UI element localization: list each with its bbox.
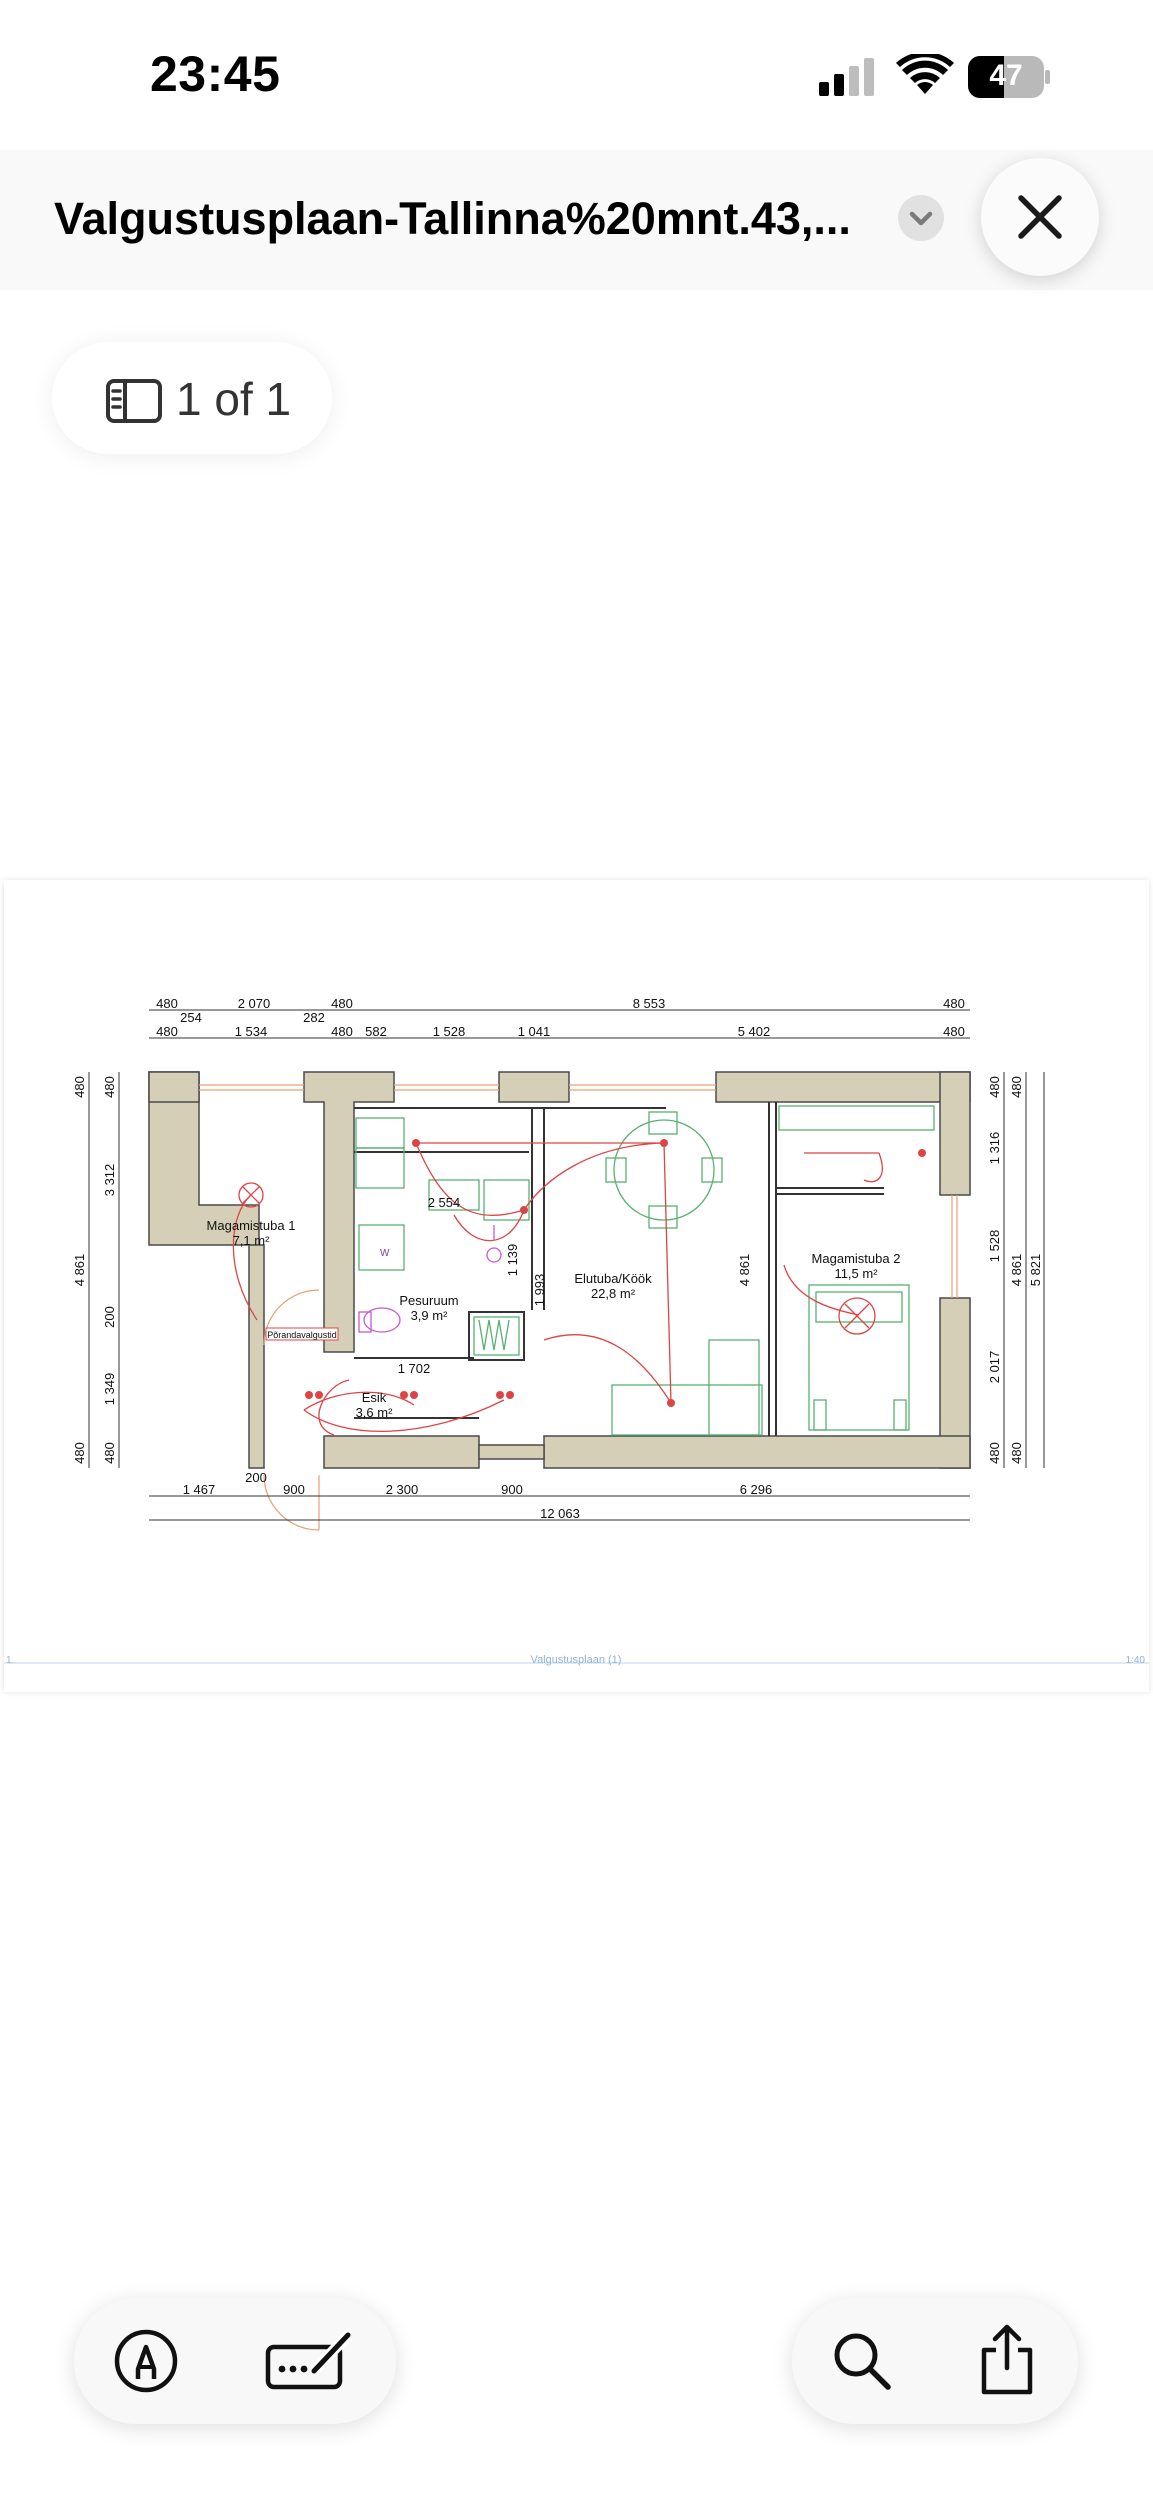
dim-label: 6 296 bbox=[740, 1482, 773, 1497]
dim-label: 3 312 bbox=[102, 1164, 117, 1197]
dim-label: 2 017 bbox=[987, 1351, 1002, 1384]
dim-label: 480 bbox=[102, 1442, 117, 1464]
room-name: Pesuruum bbox=[399, 1293, 458, 1308]
actions-toolbar bbox=[792, 2298, 1078, 2424]
dim-label: 480 bbox=[1009, 1442, 1024, 1464]
search-icon[interactable] bbox=[830, 2329, 894, 2393]
wall-left-lower bbox=[248, 1244, 265, 1469]
room-area: 22,8 m² bbox=[591, 1286, 636, 1301]
wall-bottom-1 bbox=[323, 1435, 480, 1469]
markup-toolbar bbox=[74, 2298, 396, 2424]
room-name: Elutuba/Köök bbox=[574, 1271, 652, 1286]
dim-label: 480 bbox=[943, 996, 965, 1011]
document-header bbox=[0, 150, 1153, 290]
dim-label: 2 554 bbox=[428, 1195, 461, 1210]
room-name: Magamistuba 1 bbox=[207, 1218, 296, 1233]
sheet-scale: 1:40 bbox=[1126, 1655, 1146, 1666]
status-time: 23:45 bbox=[150, 46, 281, 102]
chevron-down-icon bbox=[909, 211, 933, 226]
dim-label: 1 041 bbox=[518, 1024, 551, 1039]
dim-label: 480 bbox=[72, 1076, 87, 1098]
dim-label: 4 861 bbox=[72, 1254, 87, 1287]
dim-label: 8 553 bbox=[633, 996, 666, 1011]
page-counter[interactable] bbox=[52, 342, 332, 454]
room-area: 3,9 m² bbox=[411, 1308, 449, 1323]
dim-label: 480 bbox=[331, 996, 353, 1011]
room-name: Magamistuba 2 bbox=[812, 1251, 901, 1266]
signature-icon[interactable] bbox=[264, 2327, 356, 2395]
close-button[interactable] bbox=[981, 158, 1099, 276]
sheet-title: Valgustusplaan (1) bbox=[531, 1654, 622, 1666]
dim-label: 1 993 bbox=[532, 1274, 547, 1307]
dim-label: 1 702 bbox=[398, 1361, 431, 1376]
dim-label: 900 bbox=[283, 1482, 305, 1497]
dim-label: 480 bbox=[156, 996, 178, 1011]
wifi-icon bbox=[896, 54, 954, 94]
dim-label: 254 bbox=[180, 1010, 202, 1025]
dim-label: 200 bbox=[102, 1306, 117, 1328]
document-title[interactable]: Valgustusplaan-Tallinna%20mnt.43,... bbox=[54, 193, 851, 244]
share-icon[interactable] bbox=[976, 2322, 1038, 2398]
dim-label: 1 528 bbox=[987, 1230, 1002, 1263]
battery-icon: 47 bbox=[968, 56, 1050, 98]
dim-label: 1 139 bbox=[505, 1244, 520, 1277]
dim-label: 2 300 bbox=[386, 1482, 419, 1497]
dim-label: 480 bbox=[1009, 1076, 1024, 1098]
cellular-signal-icon bbox=[819, 58, 874, 96]
wall-top-1 bbox=[148, 1071, 200, 1103]
room-area: 3,6 m² bbox=[356, 1405, 394, 1420]
dim-label: 480 bbox=[102, 1076, 117, 1098]
dim-label: 5 402 bbox=[738, 1024, 771, 1039]
floor-lights-label: Põrandavalgustid bbox=[267, 1330, 337, 1340]
dim-label: 4 861 bbox=[1009, 1254, 1024, 1287]
markup-pen-icon[interactable] bbox=[112, 2327, 180, 2395]
wc-label: W bbox=[380, 1248, 390, 1259]
room-name: Esik bbox=[362, 1390, 387, 1405]
dim-label: 1 467 bbox=[183, 1482, 216, 1497]
wall-top-2 bbox=[303, 1071, 395, 1353]
room-area: 11,5 m² bbox=[834, 1266, 878, 1281]
sidebar-icon[interactable] bbox=[105, 378, 163, 424]
title-chevron-button[interactable] bbox=[898, 195, 944, 241]
room-area: 7,1 m² bbox=[233, 1233, 271, 1248]
dim-label: 480 bbox=[987, 1076, 1002, 1098]
dim-label: 1 316 bbox=[987, 1132, 1002, 1165]
dim-label: 480 bbox=[943, 1024, 965, 1039]
document-page[interactable]: Magamistuba 1 7,1 m² Pesuruum 3,9 m² Elu… bbox=[4, 880, 1149, 1692]
sheet-number: 1. bbox=[6, 1655, 14, 1666]
dim-label: 1 534 bbox=[235, 1024, 268, 1039]
dim-label: 1 349 bbox=[102, 1373, 117, 1406]
close-icon bbox=[1018, 195, 1062, 239]
wall-top-3 bbox=[498, 1071, 570, 1103]
dim-label: 5 821 bbox=[1028, 1254, 1043, 1287]
wall-top-right bbox=[715, 1071, 971, 1103]
dim-label: 900 bbox=[501, 1482, 523, 1497]
dim-label: 200 bbox=[245, 1470, 267, 1485]
dim-label: 480 bbox=[987, 1442, 1002, 1464]
dim-label: 480 bbox=[156, 1024, 178, 1039]
dim-label: 2 070 bbox=[238, 996, 271, 1011]
page-counter-label: 1 of 1 bbox=[176, 373, 292, 425]
dim-label: 282 bbox=[303, 1010, 325, 1025]
dim-label: 12 063 bbox=[540, 1506, 580, 1521]
dim-label: 582 bbox=[365, 1024, 387, 1039]
wall-bottom-sill bbox=[478, 1444, 545, 1460]
wall-bottom-2 bbox=[543, 1435, 971, 1469]
wall-right-upper bbox=[939, 1071, 971, 1196]
dim-label: 1 528 bbox=[433, 1024, 466, 1039]
dim-label: 4 861 bbox=[737, 1254, 752, 1287]
battery-level: 47 bbox=[989, 59, 1023, 92]
dim-label: 480 bbox=[331, 1024, 353, 1039]
floor-plan-drawing: Magamistuba 1 7,1 m² Pesuruum 3,9 m² Elu… bbox=[4, 996, 1149, 1666]
dim-label: 480 bbox=[72, 1442, 87, 1464]
